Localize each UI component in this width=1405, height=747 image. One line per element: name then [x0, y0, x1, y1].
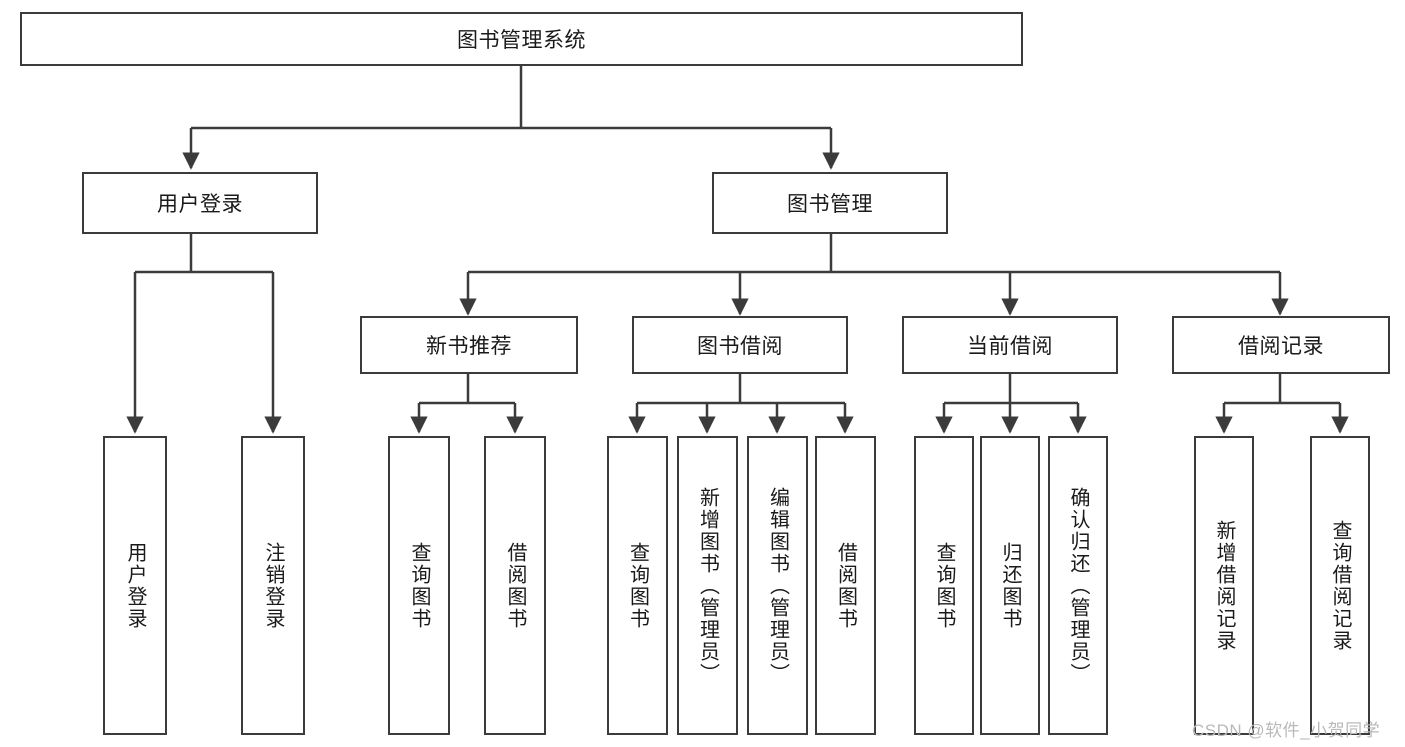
node-leaf-borrow-book-1-label: 借阅图书	[504, 541, 526, 630]
node-user-login[interactable]: 用户登录	[82, 172, 318, 234]
node-leaf-edit-book-label: 编辑图书（管理员）	[766, 486, 789, 685]
node-leaf-query-book-1-label: 查询图书	[408, 541, 430, 630]
node-leaf-user-logout-label: 注销登录	[262, 541, 284, 630]
node-leaf-borrow-book-1[interactable]: 借阅图书	[484, 436, 546, 735]
node-leaf-add-record[interactable]: 新增借阅记录	[1194, 436, 1254, 735]
node-book-manage-label: 图书管理	[787, 193, 873, 216]
node-root-label: 图书管理系统	[457, 29, 586, 52]
node-borrow-record-label: 借阅记录	[1238, 335, 1324, 358]
node-leaf-return-book[interactable]: 归还图书	[980, 436, 1040, 735]
watermark: CSDN @软件_小贺同学	[1192, 721, 1381, 740]
node-leaf-query-book-2-label: 查询图书	[626, 541, 649, 630]
node-leaf-return-book-label: 归还图书	[999, 541, 1021, 630]
node-leaf-add-book[interactable]: 新增图书（管理员）	[677, 436, 738, 735]
node-leaf-query-record[interactable]: 查询借阅记录	[1310, 436, 1370, 735]
node-leaf-user-login-label: 用户登录	[124, 541, 146, 630]
node-book-borrow[interactable]: 图书借阅	[632, 316, 848, 374]
node-user-login-label: 用户登录	[157, 193, 243, 216]
node-leaf-query-book-3-label: 查询图书	[933, 541, 955, 630]
node-leaf-add-record-label: 新增借阅记录	[1213, 519, 1235, 652]
node-current-borrow-label: 当前借阅	[967, 335, 1053, 358]
node-leaf-query-book-3[interactable]: 查询图书	[914, 436, 974, 735]
node-leaf-borrow-book-2-label: 借阅图书	[834, 541, 857, 630]
node-book-manage[interactable]: 图书管理	[712, 172, 948, 234]
node-leaf-borrow-book-2[interactable]: 借阅图书	[815, 436, 876, 735]
node-leaf-query-record-label: 查询借阅记录	[1329, 519, 1351, 652]
node-leaf-user-logout[interactable]: 注销登录	[241, 436, 305, 735]
node-leaf-query-book-1[interactable]: 查询图书	[388, 436, 450, 735]
node-root[interactable]: 图书管理系统	[20, 12, 1023, 66]
node-leaf-confirm-return-label: 确认归还（管理员）	[1067, 486, 1089, 685]
node-leaf-add-book-label: 新增图书（管理员）	[696, 486, 719, 685]
node-borrow-record[interactable]: 借阅记录	[1172, 316, 1390, 374]
node-leaf-confirm-return[interactable]: 确认归还（管理员）	[1048, 436, 1108, 735]
node-leaf-query-book-2[interactable]: 查询图书	[607, 436, 668, 735]
node-current-borrow[interactable]: 当前借阅	[902, 316, 1118, 374]
node-new-book-recommend-label: 新书推荐	[426, 335, 512, 358]
node-leaf-edit-book[interactable]: 编辑图书（管理员）	[747, 436, 808, 735]
node-leaf-user-login[interactable]: 用户登录	[103, 436, 167, 735]
node-new-book-recommend[interactable]: 新书推荐	[360, 316, 578, 374]
node-book-borrow-label: 图书借阅	[697, 335, 783, 358]
